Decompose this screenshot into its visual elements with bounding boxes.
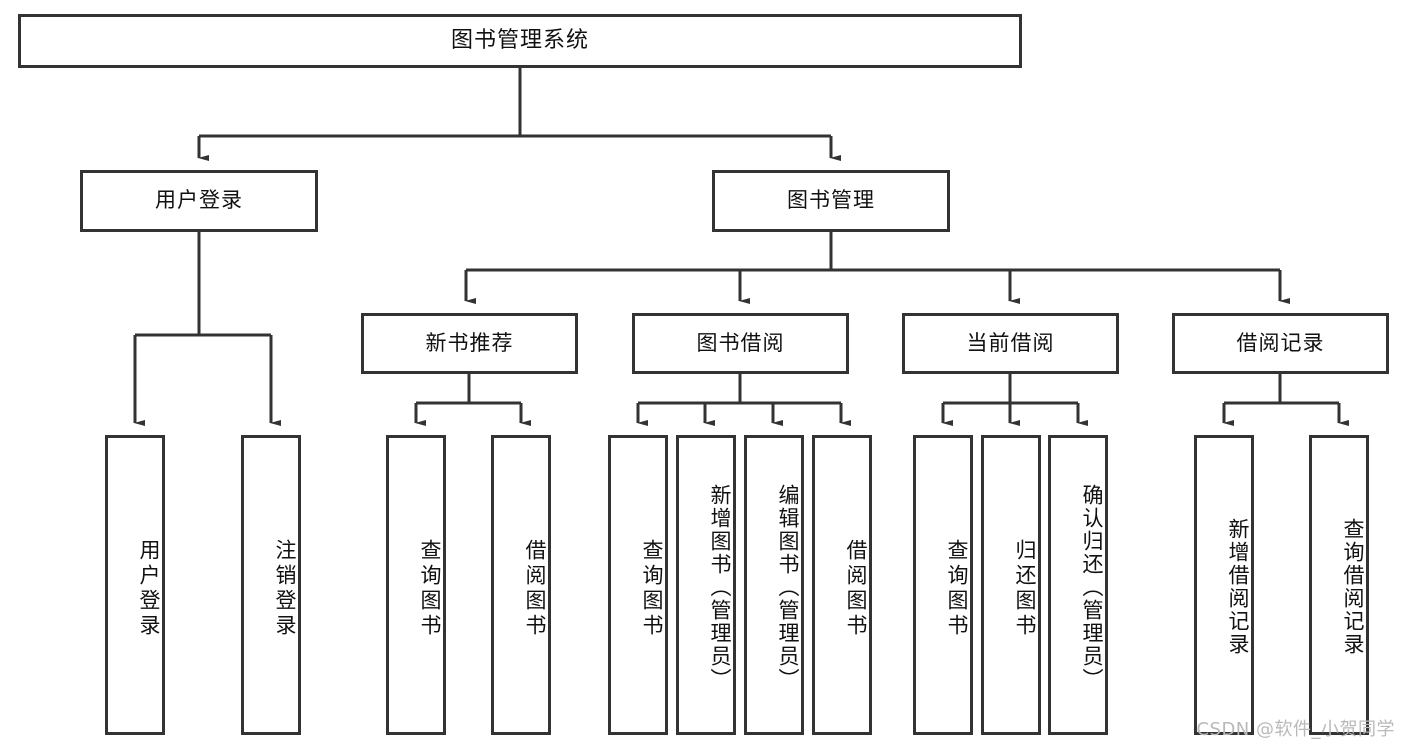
leaf-query-book-1-label: 查询图书 (418, 539, 442, 639)
leaf-add-book-label: 新增图书（管理员） (708, 483, 732, 691)
node-current-borrow-label: 当前借阅 (966, 330, 1055, 355)
node-borrow-record-label: 借阅记录 (1236, 330, 1325, 355)
leaf-logout[interactable]: 注销登录 (241, 435, 301, 735)
leaf-add-book[interactable]: 新增图书（管理员） (676, 435, 736, 735)
leaf-return-book[interactable]: 归还图书 (981, 435, 1041, 735)
leaf-borrow-book-2-label: 借阅图书 (844, 539, 868, 639)
watermark: CSDN @软件_小贺同学 (1196, 719, 1395, 740)
node-book-management[interactable]: 图书管理 (712, 170, 950, 232)
leaf-borrow-book-1[interactable]: 借阅图书 (491, 435, 551, 735)
leaf-borrow-book-1-label: 借阅图书 (523, 539, 547, 639)
leaf-edit-book-label: 编辑图书（管理员） (776, 483, 800, 691)
node-root-label: 图书管理系统 (450, 27, 589, 53)
leaf-query-record[interactable]: 查询借阅记录 (1309, 435, 1369, 735)
node-borrow-record[interactable]: 借阅记录 (1172, 313, 1389, 374)
leaf-confirm-return-label: 确认归还（管理员） (1080, 483, 1104, 691)
node-user-login-label: 用户登录 (155, 188, 243, 213)
node-book-borrow[interactable]: 图书借阅 (632, 313, 849, 374)
leaf-user-login-label: 用户登录 (137, 539, 161, 639)
node-new-book-recommend[interactable]: 新书推荐 (361, 313, 578, 374)
leaf-add-record[interactable]: 新增借阅记录 (1194, 435, 1254, 735)
node-book-borrow-label: 图书借阅 (696, 330, 785, 355)
node-new-book-recommend-label: 新书推荐 (425, 330, 514, 355)
leaf-edit-book[interactable]: 编辑图书（管理员） (744, 435, 804, 735)
leaf-return-book-label: 归还图书 (1013, 539, 1037, 639)
node-user-login[interactable]: 用户登录 (80, 170, 318, 232)
leaf-logout-label: 注销登录 (273, 539, 297, 639)
leaf-borrow-book-2[interactable]: 借阅图书 (812, 435, 872, 735)
node-root[interactable]: 图书管理系统 (18, 14, 1022, 68)
leaf-query-book-2-label: 查询图书 (640, 539, 664, 639)
leaf-add-record-label: 新增借阅记录 (1226, 518, 1250, 656)
leaf-query-book-1[interactable]: 查询图书 (386, 435, 446, 735)
node-current-borrow[interactable]: 当前借阅 (902, 313, 1119, 374)
leaf-confirm-return[interactable]: 确认归还（管理员） (1048, 435, 1108, 735)
leaf-query-record-label: 查询借阅记录 (1341, 518, 1365, 656)
leaf-query-book-3[interactable]: 查询图书 (913, 435, 973, 735)
leaf-query-book-3-label: 查询图书 (945, 539, 969, 639)
leaf-query-book-2[interactable]: 查询图书 (608, 435, 668, 735)
leaf-user-login[interactable]: 用户登录 (105, 435, 165, 735)
node-book-management-label: 图书管理 (787, 188, 875, 213)
